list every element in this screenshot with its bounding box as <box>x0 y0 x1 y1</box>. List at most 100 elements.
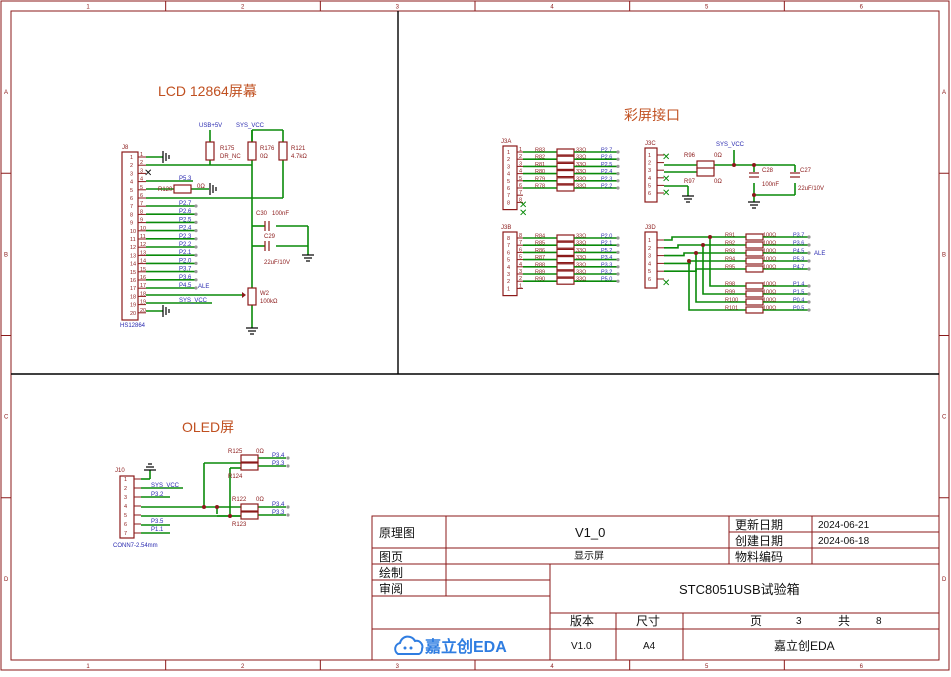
c30-val: 100nF <box>272 211 289 217</box>
tb-size-label: 尺寸 <box>636 614 660 628</box>
j3d-wire <box>702 245 746 295</box>
lcd-net-label: P2.5 <box>179 217 192 223</box>
j3d-net-end <box>807 243 811 247</box>
r97-val: 0Ω <box>714 179 722 185</box>
r121-val: 4.7kΩ <box>291 154 307 160</box>
lcd-pin-number-inner: 1 <box>130 155 133 161</box>
lcd-net-label-ale: ALE <box>198 284 209 290</box>
c29-val: 22uF/10V <box>264 260 290 266</box>
j3d-resistor <box>745 249 764 257</box>
j3d-net-label: P1.5 <box>793 290 804 296</box>
array-resistor-val: 33Ω <box>576 248 586 254</box>
array-net-end <box>616 179 620 183</box>
ruler-col-label: 6 <box>860 664 864 670</box>
j3d-resistor <box>745 298 764 306</box>
tb-total-label: 共 <box>838 614 850 628</box>
oled-sysvcc: SYS_VCC <box>151 483 180 489</box>
lcd-net-end <box>194 212 198 216</box>
array-resistor <box>556 248 575 256</box>
array-net-label: P2.7 <box>601 148 612 154</box>
lcd-pin-number: 9 <box>140 218 143 224</box>
lcd-pin-number-inner: 9 <box>130 221 133 227</box>
connector-pin-number-inner: 3 <box>507 272 510 278</box>
lcd-pin-number: 2 <box>140 160 143 166</box>
j3d-net-end <box>807 235 811 239</box>
tb-pg-num: 3 <box>796 616 802 627</box>
array-net-end <box>616 150 620 154</box>
c29-ref: C29 <box>264 234 276 240</box>
connector-pin-number: 8 <box>519 197 522 203</box>
ruler-row-label: C <box>942 415 947 421</box>
j3d-resistor-ref: R100 <box>725 298 738 304</box>
j3d-resistor-val: 100Ω <box>763 241 776 247</box>
lcd-pin-number: 15 <box>140 267 146 273</box>
array-net-end <box>616 279 620 283</box>
tb-page-name: 显示屏 <box>574 550 604 562</box>
ruler-col-label: 2 <box>241 5 245 11</box>
j3d-resistor-ref: R99 <box>725 290 735 296</box>
connector-pin-number: 7 <box>519 240 522 246</box>
lcd-pin-number-inner: 20 <box>130 311 136 317</box>
connector-pin-number-inner: 5 <box>507 179 510 185</box>
lcd-pin-number-inner: 12 <box>130 245 136 251</box>
lcd-pin-number: 6 <box>140 193 143 199</box>
title-block: 原理图 V1_0 更新日期 2024-06-21 创建日期 2024-06-18… <box>371 515 940 661</box>
array-net-label: P2.2 <box>601 184 612 190</box>
ruler-col-label: 3 <box>396 664 400 670</box>
c28-val: 100nF <box>762 182 779 188</box>
array-resistor-ref: R90 <box>535 277 545 283</box>
array-net-end <box>616 164 620 168</box>
lcd-pin-number: 14 <box>140 259 146 265</box>
tb-draw-label: 绘制 <box>379 565 403 580</box>
oled-net-r124: P3.3 <box>272 461 285 467</box>
j3d-resistor-ref: R93 <box>725 249 735 255</box>
j3d-pin-number: 6 <box>648 277 651 283</box>
ruler-row-label: B <box>4 252 8 258</box>
lcd-net-end <box>194 278 198 282</box>
lcd-power-sysvcc: SYS_VCC <box>236 123 265 129</box>
nc-mark: ✕ <box>519 200 527 211</box>
lcd-net-label: P2.4 <box>179 226 192 232</box>
j3d-pin-number: 4 <box>648 261 651 267</box>
array-resistor <box>556 162 575 170</box>
connector-pin-number: 5 <box>519 176 522 182</box>
oled-ref: J10 <box>115 468 125 474</box>
lcd-pin-number-inner: 3 <box>130 171 133 177</box>
array-resistor-ref: R86 <box>535 248 545 254</box>
connector-pin-number-inner: 5 <box>507 258 510 264</box>
connector-pin-number: 3 <box>519 161 522 167</box>
array-resistor-ref: R81 <box>535 162 545 168</box>
connector-pin-number-inner: 7 <box>507 193 510 199</box>
lcd-net-label: P4.5 <box>179 283 192 289</box>
lcd-pin-number-inner: 14 <box>130 262 136 268</box>
connector-pin-number-inner: 1 <box>507 150 510 156</box>
array-net-end <box>616 157 620 161</box>
j3c-pin-number: 6 <box>648 191 651 197</box>
array-resistor-ref: R82 <box>535 155 545 161</box>
r176-ref: R176 <box>260 146 275 152</box>
ruler-col-label: 3 <box>396 5 400 11</box>
lcd-pin-number-inner: 7 <box>130 204 133 210</box>
ruler-row-label: D <box>942 577 947 583</box>
j3d-resistor-val: 100Ω <box>763 290 776 296</box>
w2-ref: W2 <box>260 291 270 297</box>
j3d-resistor-ref: R94 <box>725 257 735 263</box>
connector-ref: J3A <box>501 139 511 145</box>
r96-ref: R96 <box>684 153 696 159</box>
oled-pin-number: 5 <box>124 513 127 519</box>
lcd-net-label: P2.7 <box>179 201 192 207</box>
j3d-net-label: P5.3 <box>793 257 804 263</box>
r176-val: 0Ω <box>260 154 268 160</box>
lcd-pin-number: 4 <box>140 177 143 183</box>
lcd-pin-number: 8 <box>140 209 143 215</box>
j3d-net-label: P1.4 <box>793 282 804 288</box>
j3d-resistor-ref: R101 <box>725 306 738 312</box>
tb-total-num: 8 <box>876 616 882 627</box>
array-resistor-val: 33Ω <box>576 155 586 161</box>
connector-pin-number: 6 <box>519 183 522 189</box>
j3d-net-end <box>807 292 811 296</box>
section-title-oled: OLED屏 <box>182 419 234 435</box>
j3d-resistor <box>745 282 764 290</box>
